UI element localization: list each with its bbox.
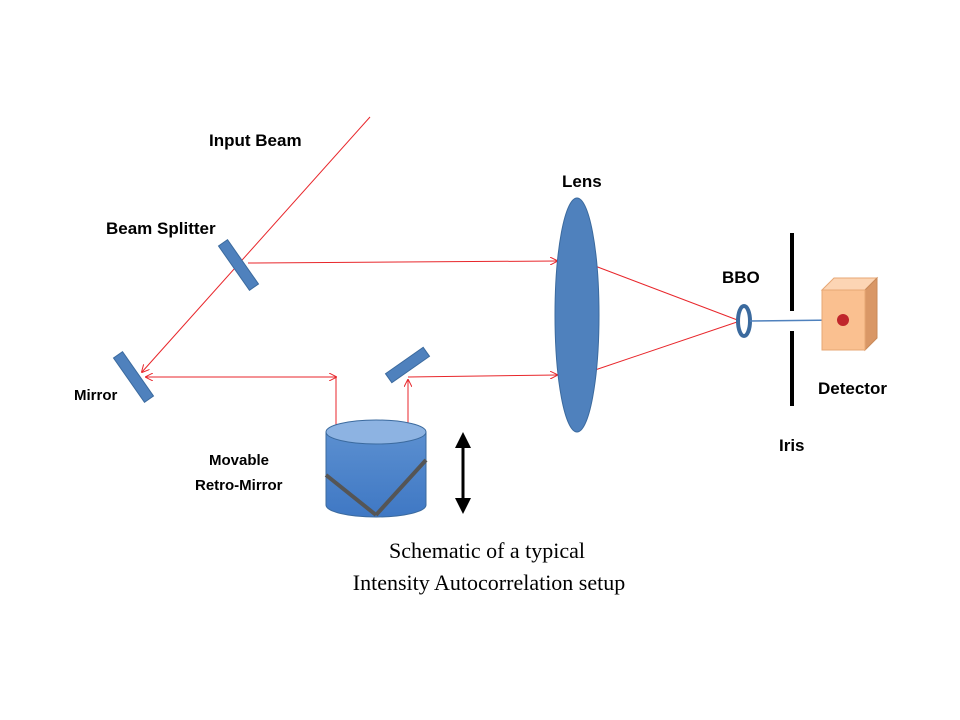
label-input-beam: Input Beam <box>209 131 302 150</box>
beam-splitter <box>217 239 260 291</box>
label-iris: Iris <box>779 436 805 455</box>
focus-upper-beam <box>594 265 741 322</box>
beam-paths <box>142 116 741 472</box>
detector <box>820 276 879 352</box>
label-lens: Lens <box>562 172 602 191</box>
upper-arm-beam <box>247 261 557 263</box>
label-detector: Detector <box>818 379 887 398</box>
input-beam-line <box>142 116 371 372</box>
focus-lower-beam <box>594 320 741 371</box>
lens <box>554 197 600 433</box>
label-bbo: BBO <box>722 268 760 287</box>
caption-line-1: Schematic of a typical <box>389 538 585 563</box>
caption-line-2: Intensity Autocorrelation setup <box>353 570 626 595</box>
label-movable: Movable <box>209 452 269 469</box>
fold-mirror <box>384 346 431 384</box>
mirror <box>112 351 155 403</box>
label-mirror: Mirror <box>74 387 118 404</box>
lower-arm-beam <box>407 375 557 377</box>
label-beam-splitter: Beam Splitter <box>106 219 216 238</box>
label-retro-mirror: Retro-Mirror <box>195 477 283 494</box>
movable-retro-mirror <box>324 419 428 518</box>
bbo-crystal <box>736 304 752 338</box>
translation-arrow-icon <box>455 432 471 514</box>
detector-dot <box>837 314 849 326</box>
